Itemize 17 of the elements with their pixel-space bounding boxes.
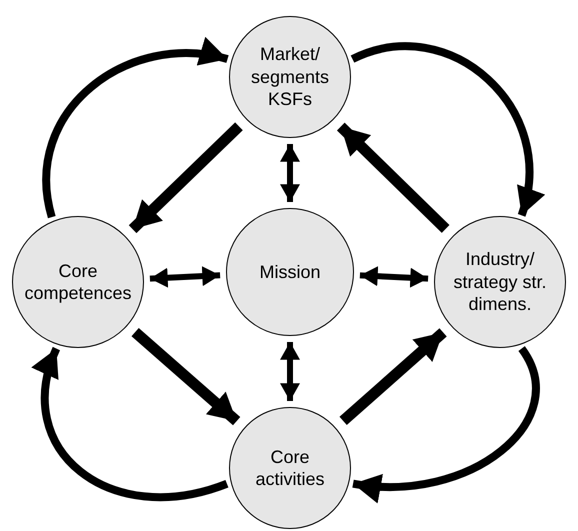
node-label: Mission: [258, 260, 322, 284]
double-arrow: [280, 342, 300, 401]
arrow: [132, 328, 240, 426]
arrow: [128, 122, 243, 234]
node-label: Market/ segments KSFs: [250, 43, 330, 111]
node-label: Core competences: [23, 260, 133, 304]
double-arrow: [280, 144, 300, 202]
node-label: Industry/ strategy str. dimens.: [452, 248, 548, 316]
double-arrow: [150, 266, 220, 288]
arrow: [336, 122, 450, 233]
curved-arrow: [352, 346, 540, 502]
curved-arrow: [42, 38, 228, 218]
arrow: [340, 328, 447, 426]
node-label: Core activities: [254, 446, 326, 490]
curved-arrow: [351, 42, 543, 216]
curved-arrow: [33, 347, 228, 501]
double-arrow: [360, 266, 428, 288]
